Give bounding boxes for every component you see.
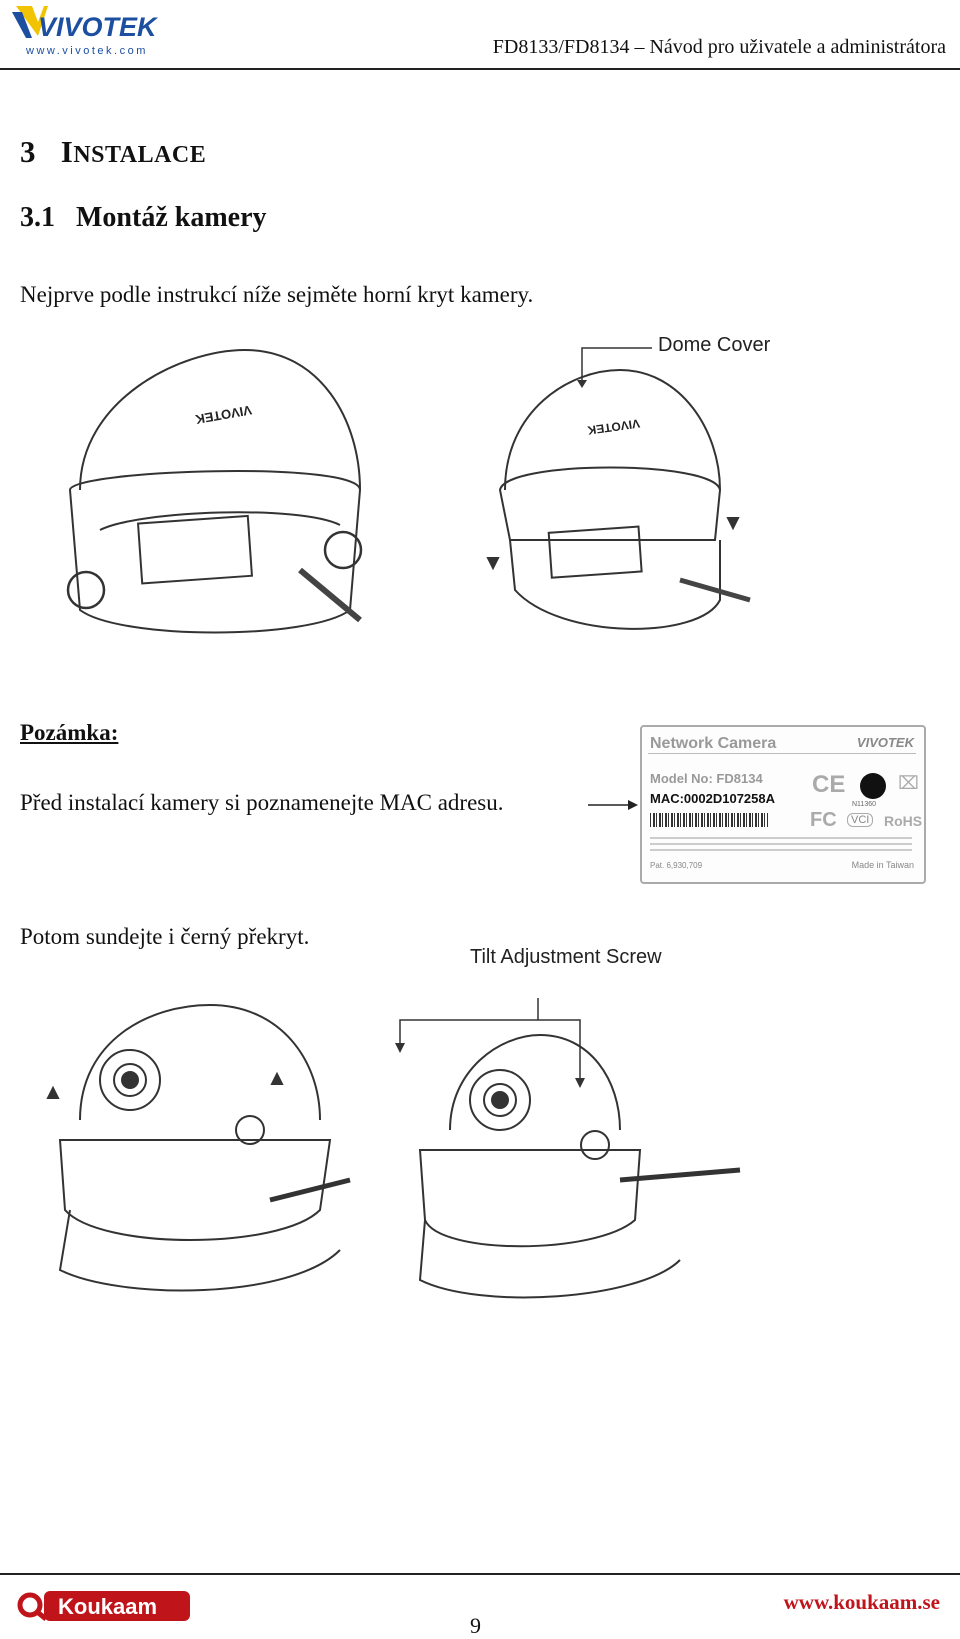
label-brand: VIVOTEK bbox=[856, 735, 914, 750]
chapter-title-rest: NSTALACE bbox=[73, 142, 207, 168]
vivotek-logo: VIVOTEK www.vivotek.com bbox=[8, 2, 178, 60]
product-label-image: Network Camera VIVOTEK Model No: FD8134 … bbox=[640, 725, 926, 884]
ctick-icon bbox=[860, 773, 886, 799]
logo-url: www.vivotek.com bbox=[25, 45, 148, 57]
koukaam-logo: Koukaam bbox=[14, 1583, 194, 1627]
label-title: Network Camera bbox=[650, 735, 777, 752]
dome-brand-left: VIVOTEK bbox=[194, 402, 253, 427]
dome-brand-right: VIVOTEK bbox=[586, 416, 640, 437]
cert-number: N11360 bbox=[852, 801, 877, 808]
weee-bin-icon: ⌧ bbox=[898, 773, 919, 793]
chapter-number: 3 bbox=[20, 134, 36, 169]
camera-base-right bbox=[418, 1149, 642, 1248]
chapter-title-initial: I bbox=[60, 134, 74, 169]
camera-base-left bbox=[58, 1139, 332, 1241]
base-plate-left bbox=[136, 514, 254, 585]
mac-arrow bbox=[588, 798, 638, 817]
section-title: Montáž kamery bbox=[76, 202, 267, 233]
dome-cover-label: Dome Cover bbox=[658, 334, 771, 356]
fcc-mark: FC bbox=[810, 809, 837, 831]
label-made-in: Made in Taiwan bbox=[851, 860, 914, 870]
barcode bbox=[650, 813, 768, 827]
logo-wordmark: VIVOTEK bbox=[38, 12, 159, 42]
label-patent: Pat. 6,930,709 bbox=[650, 861, 703, 870]
header-title: FD8133/FD8134 – Návod pro uživatele a ad… bbox=[492, 36, 946, 58]
footer-divider bbox=[0, 1573, 960, 1575]
dome-shell-left bbox=[79, 348, 361, 491]
chapter-heading: 3 INSTALACE bbox=[20, 134, 206, 170]
ce-mark: CE bbox=[812, 771, 846, 798]
black-cover-left bbox=[79, 1003, 321, 1121]
vci-mark: VCI bbox=[847, 813, 874, 827]
section-heading: 3.1 Montáž kamery bbox=[20, 202, 267, 234]
tilt-screw-label: Tilt Adjustment Screw bbox=[470, 946, 662, 968]
camera-base-right bbox=[509, 539, 721, 630]
rohs-mark: RoHS bbox=[884, 813, 923, 829]
footer-logo-text: Koukaam bbox=[58, 1594, 157, 1619]
note-label: Pozámka: bbox=[20, 720, 119, 745]
footer-url[interactable]: www.koukaam.se bbox=[783, 1590, 940, 1614]
dome-shell-right bbox=[504, 368, 721, 491]
tilt-screw-icon bbox=[580, 1130, 610, 1160]
latch-circle-right bbox=[323, 530, 363, 570]
intro-paragraph: Nejprve podle instrukcí níže sejměte hor… bbox=[20, 282, 534, 307]
camera-base-left bbox=[68, 470, 362, 634]
section-number: 3.1 bbox=[20, 202, 55, 233]
latch-circle-left bbox=[66, 570, 106, 610]
second-paragraph: Potom sundejte i černý překryt. bbox=[20, 924, 310, 949]
dome-cover-figure: VIVOTEK VIVOTEK Dome Cover bbox=[60, 334, 790, 670]
label-mac: MAC:0002D107258A bbox=[650, 791, 776, 806]
page-number: 9 bbox=[470, 1613, 481, 1638]
note-text: Před instalací kamery si poznamenejte MA… bbox=[20, 790, 504, 815]
label-model: Model No: FD8134 bbox=[650, 771, 763, 786]
tilt-screw-figure: Tilt Adjustment Screw bbox=[40, 946, 760, 1320]
header-divider bbox=[0, 68, 960, 70]
